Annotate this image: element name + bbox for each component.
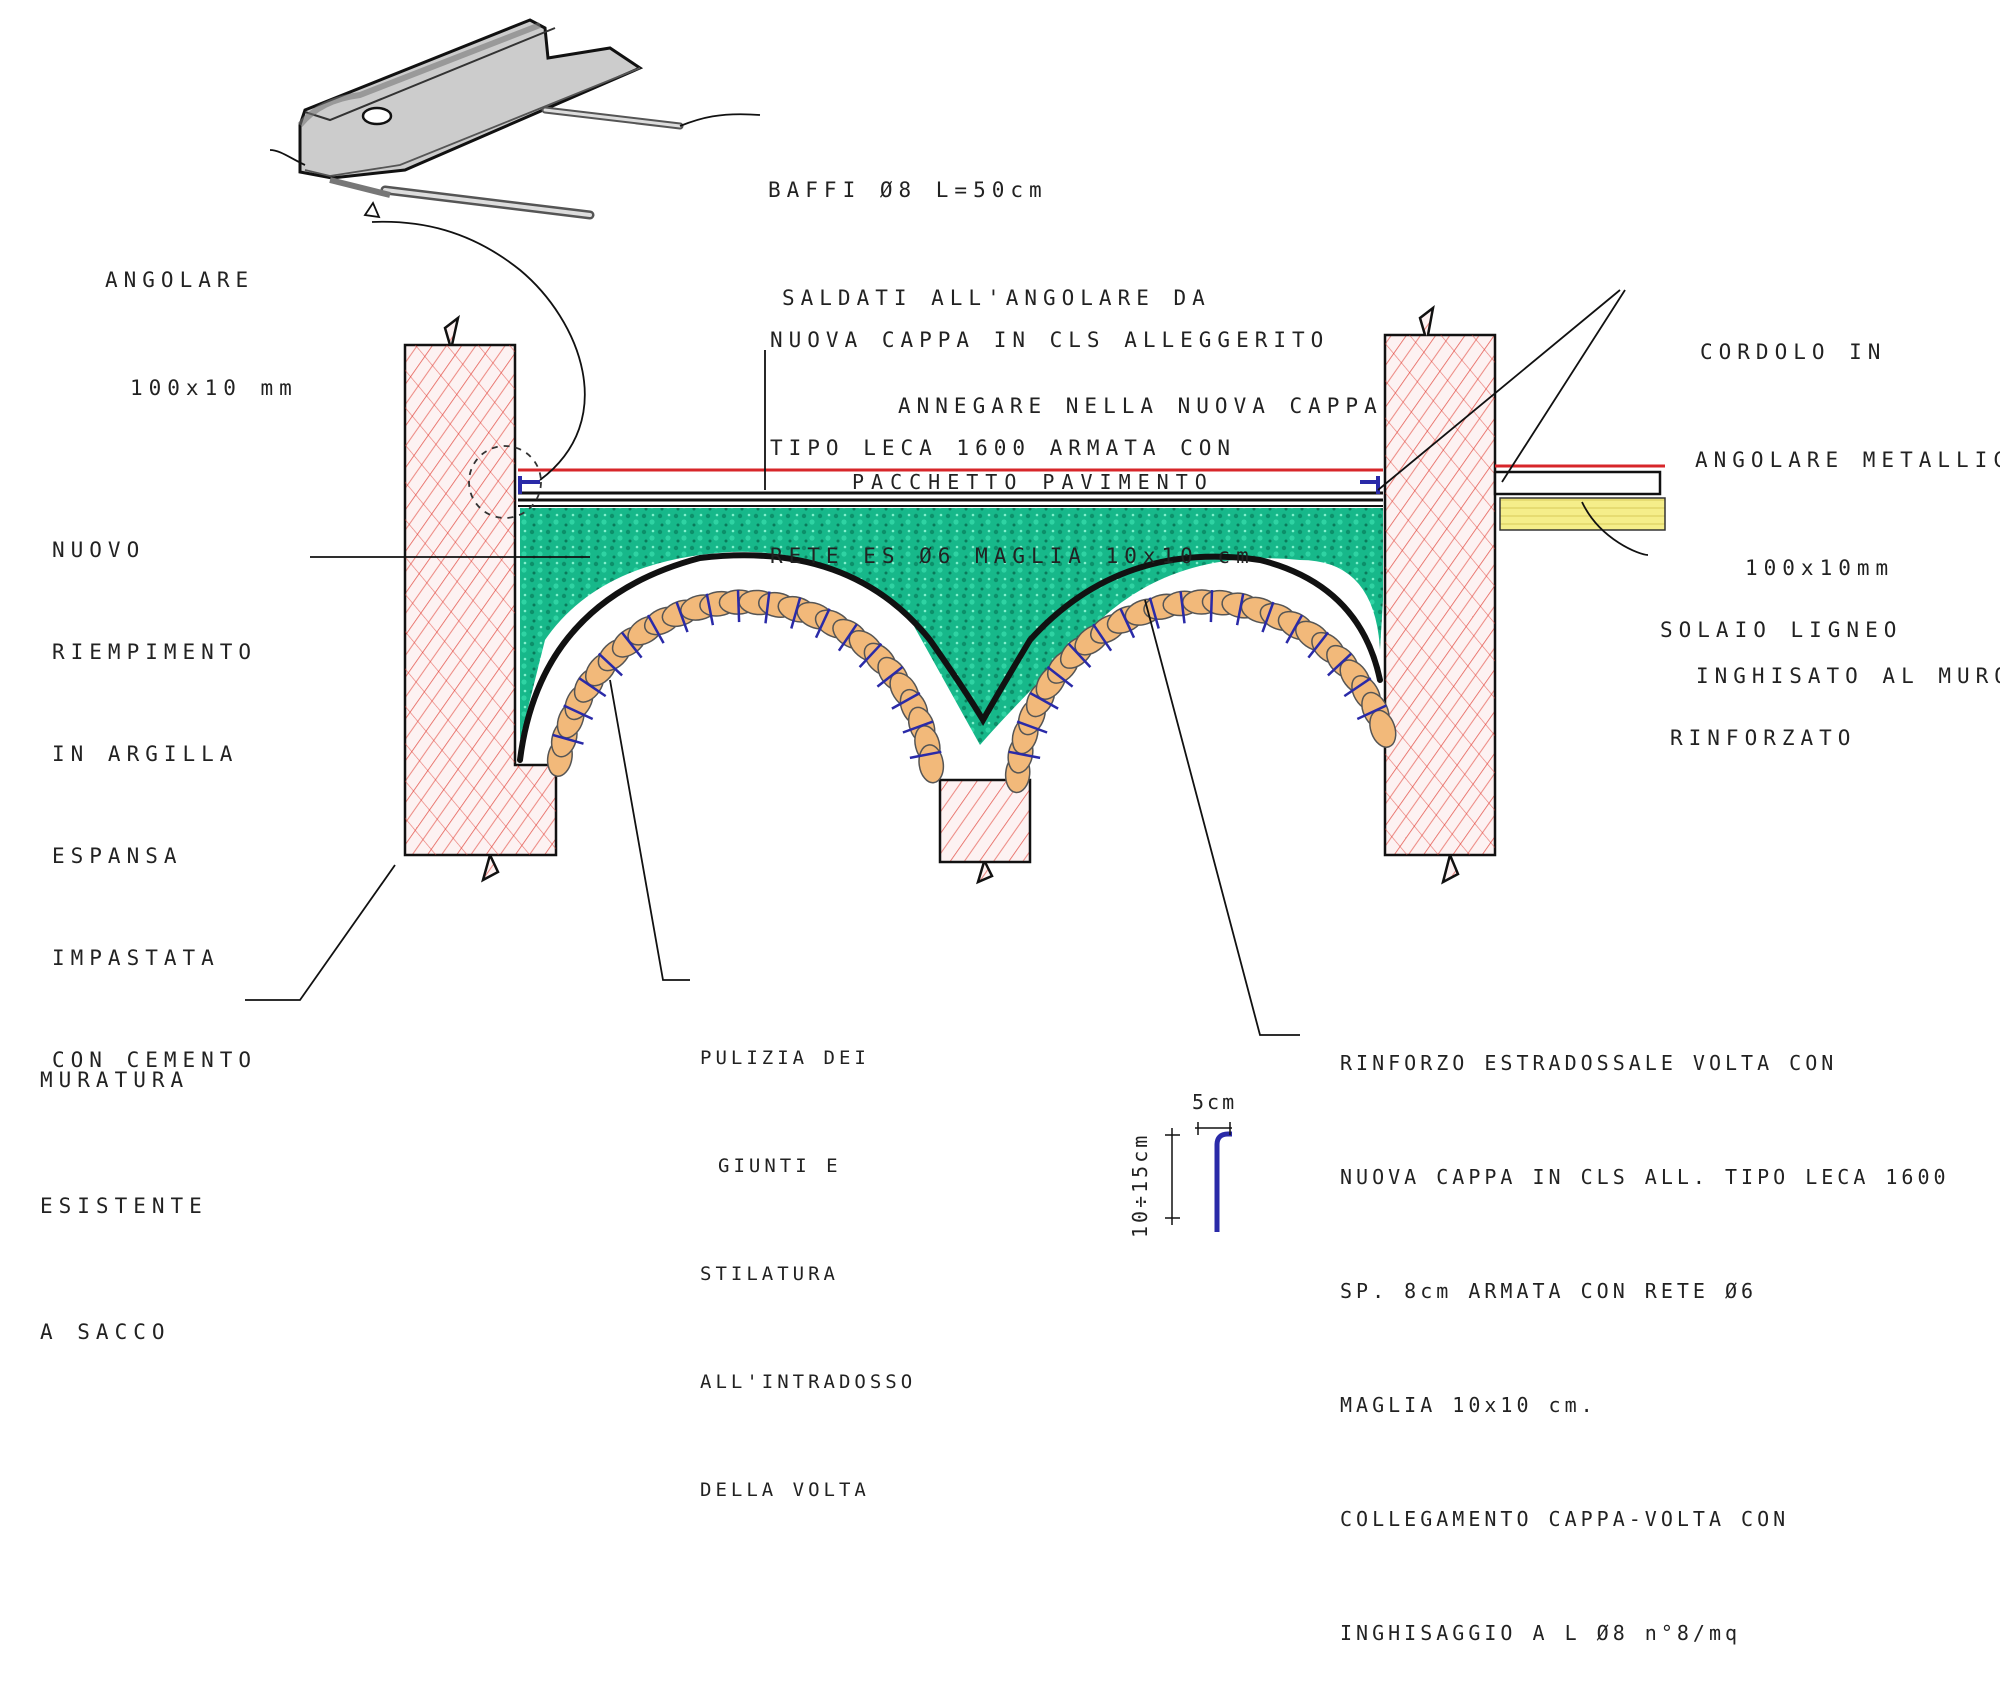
label-pulizia: PULIZIA DEI GIUNTI E STILATURA ALL'INTRA… (700, 1047, 917, 1501)
label-angolare: ANGOLARE 100x10 mm (105, 268, 298, 400)
connector-bar (1327, 652, 1353, 677)
connector-bar (552, 733, 584, 745)
section-drawing (245, 18, 1666, 1232)
connector-bar (891, 691, 921, 710)
connector-bar (620, 631, 643, 659)
masonry-pier (938, 778, 1032, 885)
connector-bar (814, 608, 831, 639)
connector-bar (675, 601, 689, 633)
label-solaio: SOLAIO LIGNEO RINFORZATO (1660, 618, 1903, 750)
connector-bar (902, 720, 934, 734)
connector-bar (1016, 720, 1048, 734)
connector-bar (1067, 642, 1092, 668)
connector-bar (790, 597, 802, 629)
dimension-detail (1165, 1122, 1232, 1232)
label-cordolo: CORDOLO IN ANGOLARE METALLICO 100x10mm I… (1695, 340, 2000, 688)
masonry-right (1383, 305, 1497, 885)
connector-bar (1092, 623, 1113, 652)
connector-bar (1119, 608, 1136, 639)
connector-bar (1046, 665, 1074, 688)
vault-connectors (552, 590, 1387, 760)
label-rinforzo: RINFORZO ESTRADOSSALE VOLTA CON NUOVA CA… (1340, 1051, 1950, 1645)
label-pacchetto: PACCHETTO PAVIMENTO (852, 470, 1214, 494)
connector-bar (837, 623, 858, 652)
leader-lines (245, 113, 1649, 1036)
connector-bar (578, 677, 607, 698)
connector-bar (1029, 691, 1059, 710)
connector-bar (705, 593, 715, 626)
floor-package (518, 468, 1383, 507)
label-muratura: MURATURA ESISTENTE A SACCO (40, 1068, 208, 1344)
timber-floor (1493, 464, 1666, 531)
angle-detail-sketch (297, 18, 684, 220)
connector-bar (1148, 597, 1160, 629)
connector-bar (1356, 704, 1387, 721)
connector-bar (1307, 631, 1330, 659)
connector-bar (563, 704, 594, 721)
connector-bar (597, 652, 623, 677)
connector-bar (646, 614, 665, 644)
connector-bar (876, 665, 904, 688)
label-riempimento: NUOVO RIEMPIMENTO IN ARGILLA ESPANSA IMP… (52, 538, 258, 1072)
connector-bar (858, 642, 883, 668)
connector-bar (736, 590, 741, 623)
connector-bar (1285, 614, 1304, 644)
dimension-width: 5cm (1192, 1090, 1238, 1114)
label-baffi: BAFFI Ø8 L=50cm SALDATI ALL'ANGOLARE DA … (768, 178, 1383, 418)
connector-bar (1261, 601, 1275, 633)
connector-bar (1235, 593, 1245, 626)
connector-bar (1008, 750, 1041, 760)
connector-bar (909, 750, 942, 760)
connector-bar (1209, 590, 1214, 623)
connector-bar (764, 591, 771, 624)
connector-bar (1179, 591, 1186, 624)
connector-bar (1343, 677, 1372, 698)
vault-cap (517, 552, 1383, 763)
dimension-height: 10÷15cm (1128, 1132, 1152, 1238)
label-nuova-cappa: NUOVA CAPPA IN CLS ALLEGGERITO TIPO LECA… (770, 328, 1330, 568)
